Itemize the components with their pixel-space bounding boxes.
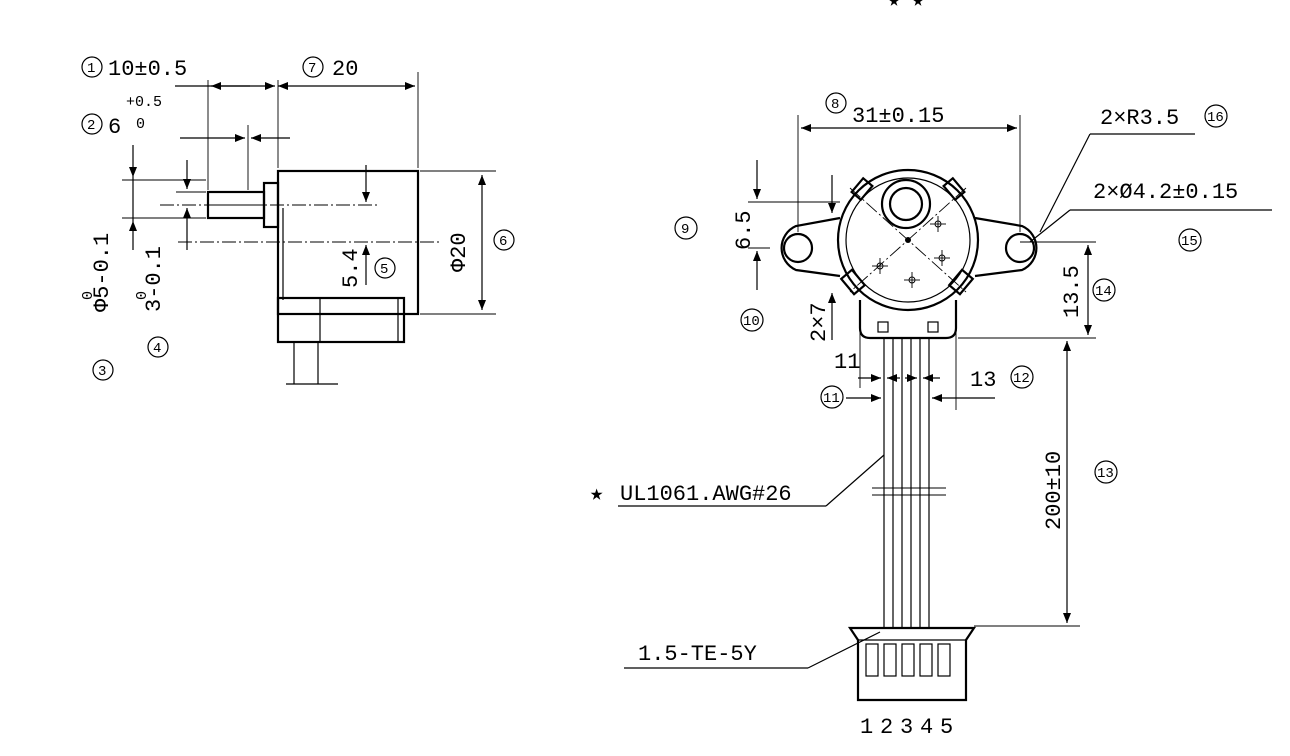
pin-4: 4	[920, 715, 933, 740]
wire-spec: UL1061.AWG#26	[620, 482, 792, 507]
dim-flat-tol-upper: +0.5	[126, 94, 162, 111]
pin-2: 2	[880, 715, 893, 740]
output-shaft	[888, 186, 924, 222]
callout-14: 14	[1095, 284, 1112, 300]
callout-2: 2	[87, 118, 95, 134]
dim-flat-width-tol: 0	[134, 291, 151, 300]
right-ear	[974, 216, 1038, 278]
connector-spec: 1.5-TE-5Y	[638, 642, 757, 667]
top-marks: ★ ★	[888, 0, 924, 13]
dim-shaft-dia-tol: 0	[80, 291, 97, 300]
dim-13: 13	[970, 368, 996, 393]
pin-numbers: 1 2 3 4 5	[860, 715, 953, 740]
dim-holes: 2×Ø4.2±0.15	[1093, 180, 1238, 205]
pin-3: 3	[900, 715, 913, 740]
pin-5: 5	[940, 715, 953, 740]
connector-housing	[847, 626, 977, 702]
callout-15: 15	[1181, 234, 1198, 250]
callout-1: 1	[87, 61, 95, 77]
dim-bumps: 2×7	[807, 302, 832, 342]
output-boss	[880, 178, 932, 230]
callout-6: 6	[499, 234, 507, 250]
callout-4: 4	[153, 341, 161, 357]
dim-flat-tol-lower: 0	[136, 116, 145, 133]
dim-body-length: 20	[332, 57, 358, 82]
left-mount-hole	[782, 232, 814, 264]
side-view: 1 10±0.5 7 20 2 6 +0.5 0 Φ5-0.1 0 3 3-0.…	[80, 56, 515, 385]
dim-flat-length: 6	[108, 115, 121, 140]
callout-13: 13	[1097, 466, 1114, 482]
dim-mount-span: 31±0.15	[852, 104, 944, 129]
dim-shaft-dia: Φ5-0.1	[90, 233, 115, 312]
dim-radius: 2×R3.5	[1100, 106, 1179, 131]
callout-7: 7	[308, 61, 316, 77]
callout-8: 8	[831, 97, 839, 113]
dim-center-height: 13.5	[1060, 265, 1085, 318]
screw-marks	[872, 216, 950, 288]
right-mount-hole	[1004, 232, 1036, 264]
dim-shaft-length: 10±0.5	[108, 57, 187, 82]
connector-pins	[865, 643, 951, 677]
dim-flat-width: 3-0.1	[142, 246, 167, 312]
left-ear	[780, 216, 841, 278]
wire-exit-block	[858, 300, 958, 340]
dim-offset: 5.4	[339, 248, 364, 288]
callout-3: 3	[98, 364, 106, 380]
connector-housing-side	[276, 296, 406, 344]
lead-wires	[883, 338, 930, 628]
dim-11: 11	[834, 350, 860, 375]
motor-body-front	[836, 168, 980, 312]
pin-1: 1	[860, 715, 873, 740]
callout-16: 16	[1207, 110, 1224, 126]
dim-body-dia: Φ20	[447, 232, 472, 272]
callout-10: 10	[743, 314, 760, 330]
front-view: 1 2 3 4 5 8 31±0.15 2×R3.5 16 2×Ø4.2±0.1…	[590, 92, 1272, 740]
dim-lead-length: 200±10	[1042, 451, 1067, 530]
wire-star: ★	[590, 482, 603, 507]
callout-9: 9	[681, 222, 689, 238]
callout-11: 11	[823, 391, 840, 407]
callout-12: 12	[1013, 371, 1030, 387]
dim-ear-height: 6.5	[732, 210, 757, 250]
motor-body-side	[276, 169, 420, 316]
callout-5: 5	[380, 262, 388, 278]
